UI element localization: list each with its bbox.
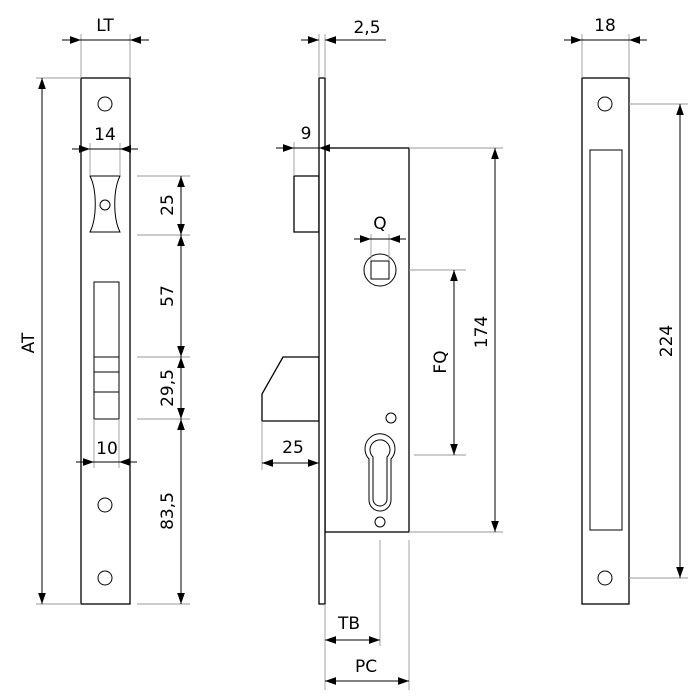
label-at: AT bbox=[19, 332, 39, 353]
label-pc: PC bbox=[355, 657, 377, 677]
label-83-5: 83,5 bbox=[158, 492, 178, 530]
dim-pc: PC bbox=[325, 540, 410, 690]
dim-14: 14 bbox=[72, 125, 138, 176]
cylinder-profile-inner bbox=[369, 439, 391, 507]
label-tb: TB bbox=[337, 614, 360, 634]
dim-tb: TB bbox=[324, 540, 381, 690]
label-57: 57 bbox=[158, 285, 178, 307]
label-25-bolt: 25 bbox=[282, 438, 304, 458]
dim-lt: LT bbox=[62, 16, 149, 78]
case-screw-hole-lower bbox=[374, 516, 386, 528]
screw-hole-top bbox=[97, 96, 113, 112]
latch-roller-opening bbox=[89, 175, 121, 233]
dim-83-5: 83,5 bbox=[158, 419, 185, 604]
front-plate-view bbox=[80, 77, 131, 605]
dim-57: 57 bbox=[158, 235, 185, 357]
follower-square bbox=[370, 260, 390, 280]
dim-29-5: 29,5 bbox=[158, 357, 185, 419]
follower-hub bbox=[363, 253, 397, 287]
label-224: 224 bbox=[657, 325, 677, 357]
lock-body-view bbox=[261, 77, 410, 605]
label-10: 10 bbox=[96, 439, 118, 459]
label-174: 174 bbox=[472, 316, 492, 348]
screw-hole-bottom bbox=[97, 570, 113, 586]
strike-hole-bottom bbox=[597, 570, 613, 586]
label-14: 14 bbox=[94, 125, 116, 145]
deadbolt bbox=[261, 356, 320, 422]
dim-174: 174 bbox=[409, 147, 503, 533]
label-q: Q bbox=[373, 214, 386, 234]
dim-9: 9 bbox=[276, 124, 338, 176]
latch bbox=[293, 175, 320, 233]
faceplate-side bbox=[318, 77, 326, 605]
screw-hole-mid bbox=[97, 497, 113, 513]
dim-q: Q bbox=[354, 214, 406, 261]
label-lt: LT bbox=[96, 16, 114, 36]
strike-hole-top bbox=[597, 96, 613, 112]
front-plate bbox=[80, 77, 131, 605]
label-9: 9 bbox=[301, 124, 312, 144]
strike-opening bbox=[589, 149, 623, 531]
label-29-5: 29,5 bbox=[158, 369, 178, 407]
label-fq: FQ bbox=[431, 350, 451, 373]
cylinder-profile bbox=[364, 433, 396, 512]
dim-224: 224 bbox=[629, 103, 688, 579]
strike-plate-view bbox=[581, 77, 630, 605]
label-18: 18 bbox=[594, 16, 616, 36]
lock-case bbox=[324, 147, 410, 533]
bolt-opening bbox=[93, 281, 120, 420]
dim-fq: FQ bbox=[409, 269, 466, 456]
latch-roller-hole bbox=[99, 199, 111, 211]
dim-10: 10 bbox=[76, 419, 137, 468]
dim-25-bolt: 25 bbox=[261, 421, 319, 470]
dim-2-5: 2,5 bbox=[301, 18, 386, 78]
label-2-5: 2,5 bbox=[353, 18, 380, 38]
dim-18: 18 bbox=[564, 16, 647, 78]
dim-25-top: 25 bbox=[158, 176, 185, 235]
case-screw-hole-upper bbox=[385, 412, 397, 424]
dim-at: AT bbox=[19, 77, 81, 605]
label-25-top: 25 bbox=[158, 194, 178, 216]
